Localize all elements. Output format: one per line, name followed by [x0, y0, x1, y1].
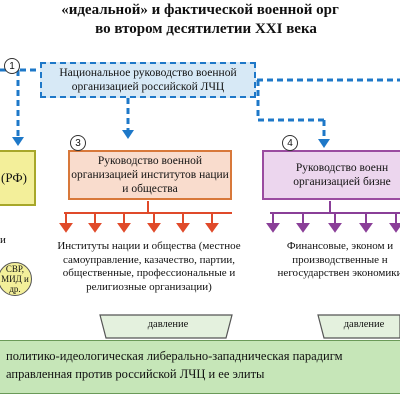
- business-description: Финансовые, эконом и производственные н …: [277, 240, 400, 279]
- diagram-title-line1: «идеальной» и фактической военной орг: [61, 2, 339, 18]
- arrowhead-right: [318, 139, 330, 148]
- node-number-3: 3: [70, 135, 86, 151]
- node-national-leadership-text: Национальное руководство военной организ…: [59, 67, 237, 93]
- diagram-title-line2: во втором десятилетии XXI века: [95, 21, 317, 37]
- node-number-4: 4: [282, 135, 298, 151]
- pressure-shape-left: [99, 314, 233, 339]
- red-arrows: [59, 213, 219, 233]
- node-institutions-leadership-text: Руководство военной организацией институ…: [71, 155, 229, 195]
- pressure-label-left: давление: [147, 319, 189, 330]
- left-circle-agencies-text: СВР, МИД и др.: [1, 264, 29, 294]
- bottom-paradigm-bar: политико-идеологическая либерально-запад…: [0, 340, 400, 394]
- bottom-paradigm-line2: аправленная против российской ЛЧЦ и ее э…: [6, 367, 265, 381]
- node-business-leadership-text: Руководство военн организацией бизне: [293, 162, 391, 188]
- pressure-label-right: давление: [343, 319, 385, 330]
- node-left-rf: (РФ): [0, 150, 36, 206]
- arrowhead-center: [122, 130, 134, 139]
- node-national-leadership: Национальное руководство военной организ…: [40, 62, 256, 98]
- arrowhead-left: [12, 137, 24, 146]
- left-fragment-text: и: [0, 234, 6, 246]
- left-circle-agencies: СВР, МИД и др.: [0, 262, 32, 296]
- pressure-shape-right: [317, 314, 400, 339]
- purple-arrows: [266, 213, 400, 233]
- institutions-description: Институты нации и общества (местное само…: [57, 240, 241, 293]
- node-institutions-leadership: Руководство военной организацией институ…: [68, 150, 232, 200]
- bottom-paradigm-line1: политико-идеологическая либерально-запад…: [6, 349, 343, 363]
- node-number-1: 1: [4, 58, 20, 74]
- node-left-rf-text: (РФ): [1, 170, 27, 185]
- node-business-leadership: Руководство военн организацией бизне: [262, 150, 400, 200]
